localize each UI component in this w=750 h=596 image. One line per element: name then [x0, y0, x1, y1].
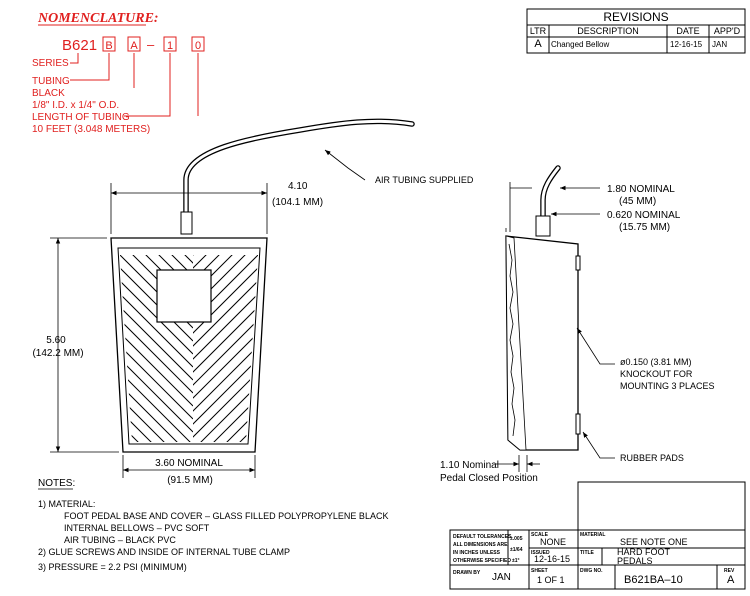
- knockout-callout-1: ø0.150 (3.81 MM): [620, 357, 692, 367]
- pedal-window: [156, 269, 212, 323]
- code-box-color: [127, 36, 141, 52]
- tubing-color: BLACK: [32, 88, 65, 99]
- knockout-callout-2: KNOCKOUT FOR: [620, 369, 693, 379]
- dwg-label: DWG NO.: [580, 568, 603, 574]
- issued-label: ISSUED: [531, 550, 550, 556]
- code-dash: –: [147, 37, 155, 52]
- code-length-2: 0: [195, 40, 201, 52]
- code-length-1: 1: [167, 40, 173, 52]
- code-tubing: B: [105, 40, 112, 52]
- drawn-label: DRAWN BY: [453, 570, 481, 576]
- series-code: B621: [62, 37, 97, 54]
- tol-b: ±1/64: [510, 547, 523, 553]
- air-tubing-callout: AIR TUBING SUPPLIED: [375, 175, 474, 185]
- rev-header-appd: APP'D: [714, 26, 741, 36]
- rev-header-ltr: LTR: [530, 26, 547, 36]
- notes-title: NOTES:: [38, 478, 75, 489]
- width-top-dim: 4.10: [288, 181, 308, 192]
- scale-label: SCALE: [531, 532, 549, 538]
- material-label: MATERIAL: [580, 532, 605, 538]
- width-bottom-dim: 3.60 NOMINAL: [155, 458, 223, 469]
- revisions-table: REVISIONS LTR DESCRIPTION DATE APP'D A C…: [526, 8, 746, 54]
- tubing-size: 1/8" I.D. x 1/4" O.D.: [32, 100, 119, 111]
- width-top-dim-mm: (104.1 MM): [272, 197, 323, 208]
- air-tubing: [183, 118, 415, 229]
- tol-line-2: ALL DIMENSIONS ARE: [453, 542, 508, 548]
- front-view: 4.10 (104.1 MM) 5.60 (142.2 MM) 3.60 NOM…: [32, 118, 474, 486]
- code-box-length-1: [163, 36, 177, 52]
- rev-row-ltr: A: [534, 38, 542, 50]
- pedal-front-outline: [110, 237, 268, 453]
- rev-row-appd: JAN: [712, 40, 727, 49]
- tol-line-4: OTHERWISE SPECIFIED: [453, 558, 511, 564]
- rev-row-description: Changed Bellow: [551, 40, 609, 49]
- scale-value: NONE: [540, 537, 566, 547]
- note-line-1: 1) MATERIAL:: [38, 499, 95, 509]
- notes-section: NOTES: 1) MATERIAL: FOOT PEDAL BASE AND …: [38, 478, 388, 572]
- series-label: SERIES: [32, 58, 69, 69]
- dwg-value: B621BA–10: [624, 574, 683, 586]
- length-label: LENGTH OF TUBING: [32, 112, 130, 123]
- side-view: 1.80 NOMINAL (45 MM) 0.620 NOMINAL (15.7…: [440, 165, 715, 484]
- code-color: A: [130, 40, 138, 52]
- code-box-length-2: [191, 36, 205, 52]
- material-value: SEE NOTE ONE: [620, 537, 688, 547]
- knockout-mark: [575, 255, 581, 271]
- rubber-pads-callout: RUBBER PADS: [620, 453, 684, 463]
- tube-height-dim: 1.80 NOMINAL: [607, 184, 675, 195]
- knockout-callout-3: MOUNTING 3 PLACES: [620, 381, 715, 391]
- note-line-4: AIR TUBING – BLACK PVC: [64, 535, 176, 545]
- tol-line-1: DEFAULT TOLERANCES: [453, 534, 512, 540]
- title-block: DEFAULT TOLERANCES ALL DIMENSIONS ARE IN…: [449, 481, 746, 590]
- tube-offset-dim: 0.620 NOMINAL: [607, 210, 681, 221]
- issued-value: 12-16-15: [534, 554, 570, 564]
- note-line-6: 3) PRESSURE = 2.2 PSI (MINIMUM): [38, 562, 187, 572]
- note-line-2: FOOT PEDAL BASE AND COVER – GLASS FILLED…: [64, 511, 388, 521]
- sheet-value: 1 OF 1: [537, 575, 565, 585]
- rubber-pad-mark: [575, 413, 581, 435]
- tol-c: ±1°: [512, 558, 520, 564]
- title-line-2: PEDALS: [617, 556, 653, 566]
- note-line-5: 2) GLUE SCREWS AND INSIDE OF INTERNAL TU…: [38, 547, 290, 557]
- height-dim: 5.60: [46, 335, 66, 346]
- title-label: TITLE: [580, 550, 595, 556]
- note-line-3: INTERNAL BELLOWS – PVC SOFT: [64, 523, 210, 533]
- code-box-tubing: [102, 36, 116, 52]
- tol-a: ±.005: [510, 536, 523, 542]
- closed-position-2: Pedal Closed Position: [440, 473, 538, 484]
- rev-header-description: DESCRIPTION: [577, 26, 639, 36]
- rev-row-date: 12-16-15: [670, 40, 703, 49]
- sheet-label: SHEET: [531, 568, 548, 574]
- height-dim-mm: (142.2 MM): [32, 348, 83, 359]
- tubing-label: TUBING: [32, 76, 70, 87]
- rev-label: REV: [724, 568, 735, 574]
- revisions-title: REVISIONS: [603, 10, 668, 24]
- tube-offset-dim-mm: (15.75 MM): [619, 222, 670, 233]
- rev-value: A: [727, 574, 735, 586]
- tube-height-dim-mm: (45 MM): [619, 196, 656, 207]
- nomenclature-title: NOMENCLATURE:: [37, 11, 159, 26]
- drawn-value: JAN: [492, 572, 511, 583]
- closed-position-1: 1.10 Nominal: [440, 460, 499, 471]
- length-value: 10 FEET (3.048 METERS): [32, 124, 150, 135]
- nomenclature-section: NOMENCLATURE: B621 B A – 1 0 SERIES TUBI…: [32, 11, 205, 135]
- width-bottom-dim-mm: (91.5 MM): [167, 475, 213, 486]
- rev-header-date: DATE: [676, 26, 699, 36]
- title-line-1: HARD FOOT: [617, 547, 671, 557]
- tol-line-3: IN INCHES UNLESS: [453, 550, 501, 556]
